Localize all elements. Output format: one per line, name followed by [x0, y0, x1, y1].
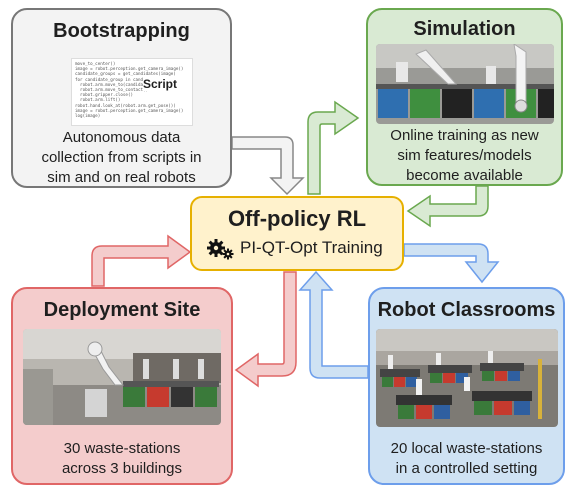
- arrow-deployment-to-rl: [91, 234, 192, 287]
- deployment-site-panel: Deployment Site 30 waste-stations across…: [11, 287, 233, 485]
- code-line: robot.arm.move_to_contact(): [75, 87, 149, 93]
- code-line: robot.arm.move_to(candidate_group): [75, 81, 166, 87]
- bootstrapping-desc-line-2: collection from scripts in: [41, 149, 202, 166]
- arrow-bootstrapping-to-rl: [231, 136, 305, 196]
- robot-classrooms-description: 20 local waste-stations in a controlled …: [370, 439, 563, 479]
- deployment-desc-line-2: across 3 buildings: [61, 460, 183, 477]
- deployment-site-description: 30 waste-stations across 3 buildings: [13, 439, 231, 479]
- script-code-snippet: move_to_center()image = robot.perception…: [71, 58, 193, 126]
- code-line: move_to_center(): [75, 61, 116, 66]
- arrow-simulation-to-rl: [406, 185, 489, 228]
- code-line: image = robot.perception.get_camera_imag…: [75, 66, 184, 72]
- bootstrapping-desc-line-3: sim and on real robots: [47, 169, 196, 186]
- arrow-rl-to-simulation: [307, 100, 360, 195]
- code-line: robot.hand.look_at(robot.arm.get_pose()): [75, 102, 176, 108]
- gears-icon: [206, 236, 236, 262]
- robot-classrooms-photo: [376, 329, 558, 427]
- deployment-site-photo: [23, 329, 221, 425]
- simulation-desc-line-3: become available: [406, 167, 523, 184]
- arrow-rl-to-deployment: [234, 271, 297, 388]
- code-line: image = robot.perception.get_camera_imag…: [75, 107, 184, 113]
- arrow-rl-to-classrooms: [403, 243, 500, 284]
- simulation-desc-line-1: Online training as new: [390, 127, 539, 144]
- robot-classrooms-panel: Robot Classrooms: [368, 287, 565, 485]
- robot-classrooms-title: Robot Classrooms: [377, 299, 556, 321]
- arrow-classrooms-to-rl: [298, 270, 369, 379]
- simulation-desc-line-2: sim features/models: [397, 147, 532, 164]
- code-line: log(image): [75, 113, 101, 119]
- script-label: Script: [143, 77, 178, 91]
- code-line: robot.gripper.close(): [75, 92, 133, 98]
- bootstrapping-panel: Bootstrapping move_to_center()image = ro…: [11, 8, 232, 188]
- code-line: candidate_groups = get_candidates(image): [75, 71, 176, 77]
- simulation-description: Online training as new sim features/mode…: [368, 126, 561, 186]
- deployment-site-title: Deployment Site: [43, 299, 201, 321]
- classrooms-desc-line-1: 20 local waste-stations: [390, 440, 543, 457]
- training-subtitle: PI-QT-Opt Training: [240, 238, 383, 257]
- bootstrapping-desc-line-1: Autonomous data: [62, 129, 181, 146]
- deployment-desc-line-1: 30 waste-stations: [63, 440, 181, 457]
- code-line: robot.arm.lift(): [75, 97, 121, 103]
- simulation-title: Simulation: [413, 18, 516, 40]
- off-policy-rl-title: Off-policy RL: [227, 206, 367, 231]
- bootstrapping-description: Autonomous data collection from scripts …: [13, 128, 230, 188]
- simulation-render-image: [376, 44, 554, 124]
- bootstrapping-title: Bootstrapping: [53, 20, 190, 42]
- simulation-panel: Simulation Online training as new sim fe…: [366, 8, 563, 186]
- classrooms-desc-line-2: in a controlled setting: [395, 460, 538, 477]
- off-policy-rl-panel: Off-policy RL PI-QT-Opt Training: [190, 196, 404, 271]
